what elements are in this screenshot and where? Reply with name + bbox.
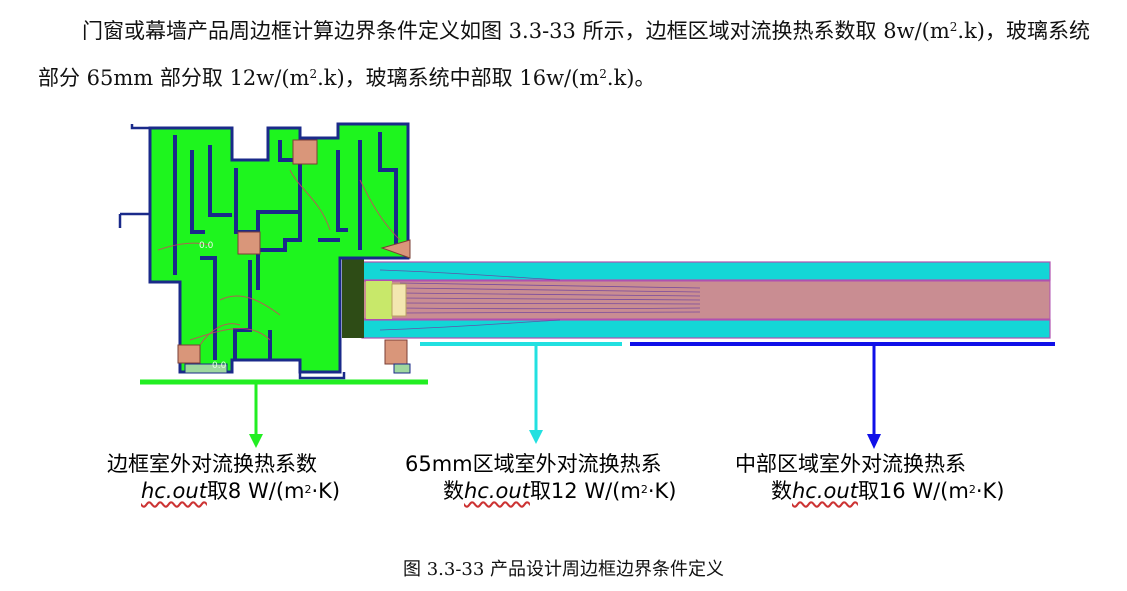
center-arrow <box>867 346 881 449</box>
edge-arrow <box>529 346 543 444</box>
center-boundary-label: 中部区域室外对流换热系 数hc.out取16 W/(m2·K) <box>735 452 1005 503</box>
frame-arrow <box>249 384 263 448</box>
glazing-unit <box>342 258 1051 339</box>
edge-boundary-label: 65mm区域室外对流换热系 数hc.out取12 W/(m2·K) <box>405 452 677 503</box>
frame-boundary-label: 边框室外对流换热系数 hc.out取8 W/(m2·K) <box>107 452 341 503</box>
body-paragraph: 门窗或幕墙产品周边框计算边界条件定义如图 3.3-33 所示，边框区域对流换热系… <box>38 19 1090 90</box>
contour-label: 0.0 <box>212 361 227 371</box>
frame-profile: 0.0 0.0 <box>118 122 411 380</box>
figure-caption: 图 3.3-33 产品设计周边框边界条件定义 <box>402 559 725 580</box>
contour-label: 0.0 <box>199 241 214 251</box>
